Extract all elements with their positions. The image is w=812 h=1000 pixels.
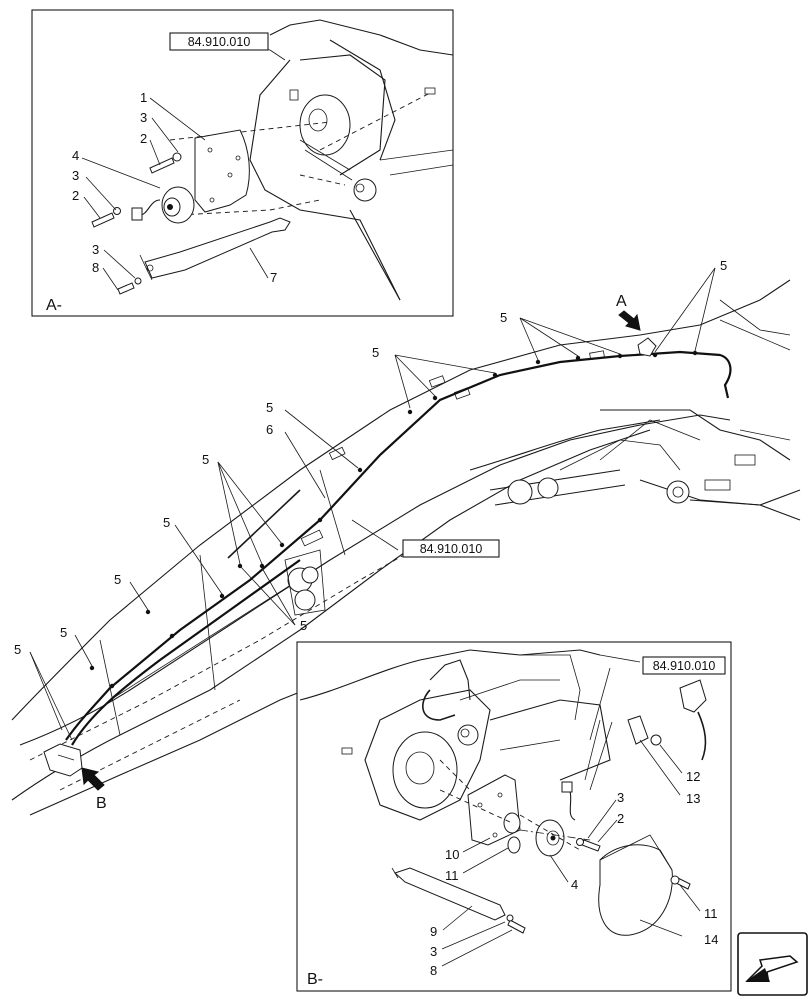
return-arrow-icon[interactable]: [737, 932, 808, 996]
callout-a-3c: 3: [92, 242, 99, 257]
main-view-labels: 84.910.010 A B 5 5 5 5 6 5 5 5 5 5 5: [14, 258, 727, 812]
callout-a-2b: 2: [72, 188, 79, 203]
detail-a-panel: [31, 9, 454, 317]
view-arrow-b: [81, 767, 105, 791]
main-reference-box: [402, 539, 500, 558]
callout-b-12: 12: [686, 769, 700, 784]
callout-b-9: 9: [430, 924, 437, 939]
callout-b-8: 8: [430, 963, 437, 978]
callout-5-f: 5: [163, 515, 170, 530]
callout-5-d: 5: [266, 400, 273, 415]
callout-b-2: 2: [617, 811, 624, 826]
detail-a-labels: 84.910.010 A- 1 3 2 4 3 2 3 8 7: [46, 32, 277, 314]
detail-b-labels: 84.910.010 B- 3 2 12 13 10 11 4 11 9 3 8…: [307, 656, 726, 988]
detail-a-reference: 84.910.010: [188, 35, 251, 49]
callout-b-4: 4: [571, 877, 578, 892]
detail-b-caption: B-: [307, 971, 323, 988]
callout-a-7: 7: [270, 270, 277, 285]
callout-5-i: 5: [14, 642, 21, 657]
detail-a-caption: A-: [46, 297, 62, 314]
callout-5-j: 5: [300, 618, 307, 633]
callout-a-3b: 3: [72, 168, 79, 183]
callout-5-a: 5: [720, 258, 727, 273]
detail-b-panel: [296, 641, 732, 992]
main-reference: 84.910.010: [420, 542, 483, 556]
callout-5-e: 5: [202, 452, 209, 467]
callout-5-c: 5: [372, 345, 379, 360]
view-marker-b: B: [96, 795, 107, 812]
detail-a-reference-box: [169, 32, 269, 51]
callout-b-11b: 11: [704, 906, 718, 921]
callout-b-3b: 3: [430, 944, 437, 959]
callout-5-g: 5: [114, 572, 121, 587]
callout-b-10: 10: [445, 847, 459, 862]
callout-b-13: 13: [686, 791, 700, 806]
callout-a-1: 1: [140, 90, 147, 105]
callout-a-8: 8: [92, 260, 99, 275]
callout-a-3: 3: [140, 110, 147, 125]
callout-b-11: 11: [445, 868, 459, 883]
callout-b-3: 3: [617, 790, 624, 805]
callout-a-4: 4: [72, 148, 79, 163]
wiring-harness: [65, 350, 732, 741]
view-arrow-a: [618, 310, 641, 331]
callout-a-2: 2: [140, 131, 147, 146]
callout-b-14: 14: [704, 932, 718, 947]
main-boom-view: [11, 267, 801, 816]
detail-b-reference: 84.910.010: [653, 659, 716, 673]
callout-5-h: 5: [60, 625, 67, 640]
callout-5-b: 5: [500, 310, 507, 325]
view-marker-a: A: [616, 293, 627, 310]
detail-b-reference-box: [642, 656, 726, 675]
callout-6: 6: [266, 422, 273, 437]
